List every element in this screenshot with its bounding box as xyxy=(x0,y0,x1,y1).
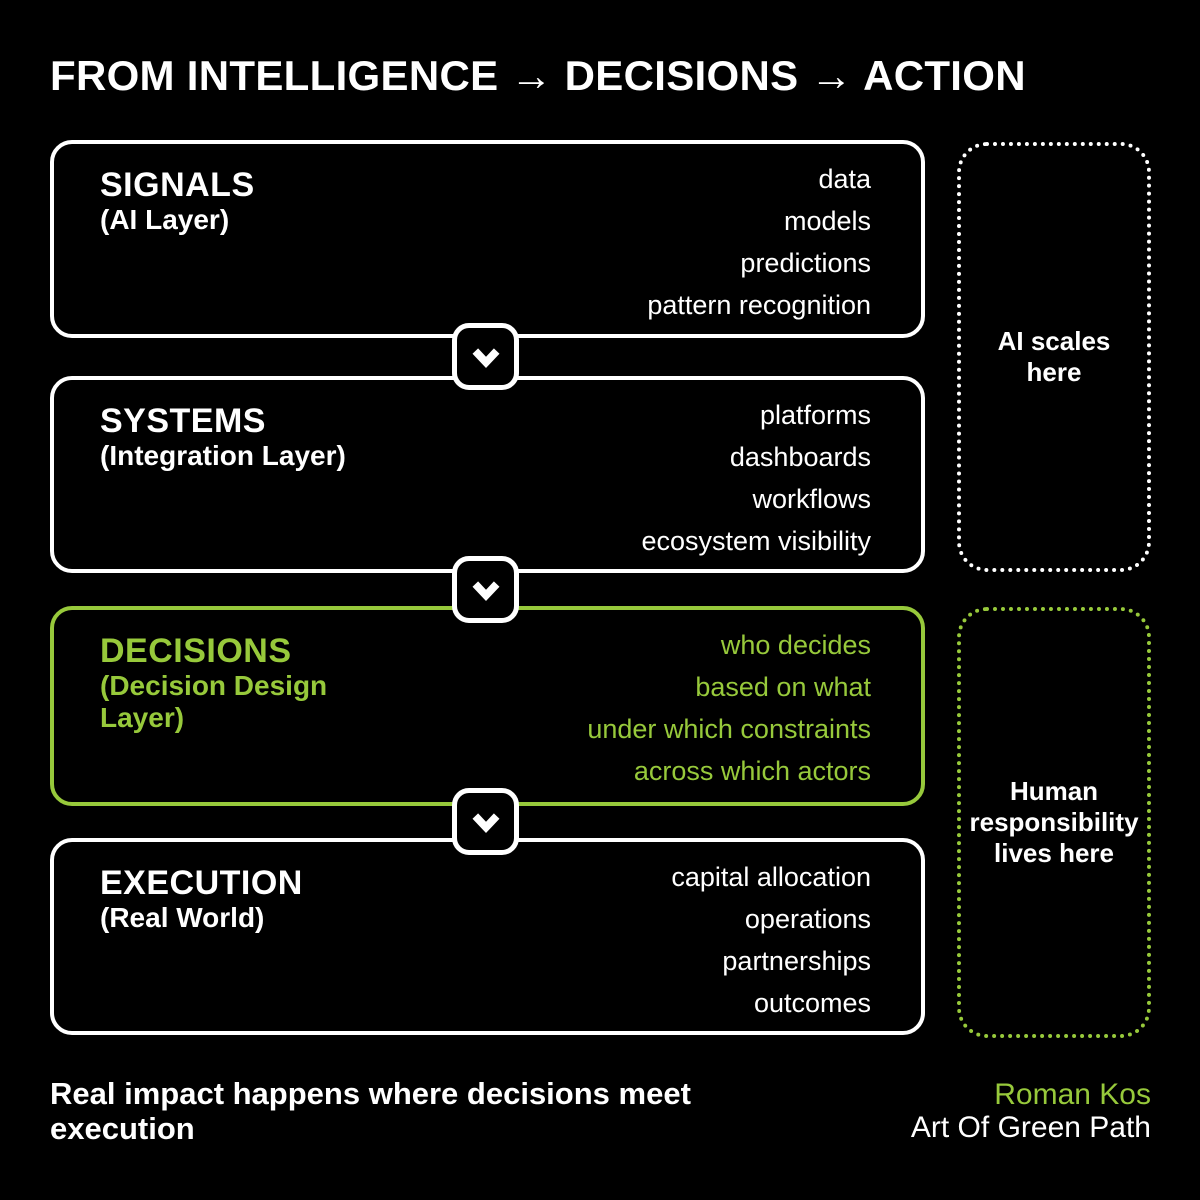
footer-brand: Art Of Green Path xyxy=(910,1111,1151,1144)
layer-item: models xyxy=(783,206,871,236)
layer-heading: SYSTEMS (Integration Layer) xyxy=(54,380,366,569)
layer-item: dashboards xyxy=(729,442,871,472)
layer-item: across which actors xyxy=(633,756,871,786)
chevron-down-icon xyxy=(452,788,519,855)
layer-item: ecosystem visibility xyxy=(641,526,871,556)
layer-sublabel: (AI Layer) xyxy=(100,204,230,235)
page-title: FROM INTELLIGENCE → DECISIONS → ACTION xyxy=(50,52,1026,99)
layer-box-systems: SYSTEMS (Integration Layer) platforms da… xyxy=(50,376,925,573)
layer-item: data xyxy=(818,164,871,194)
layer-item: workflows xyxy=(752,484,871,514)
layer-heading: EXECUTION (Real World) xyxy=(54,842,366,1031)
layer-heading: SIGNALS (AI Layer) xyxy=(54,144,366,334)
footer-author: Roman Kos xyxy=(994,1078,1151,1111)
layer-item: who decides xyxy=(720,630,871,660)
layer-name: SYSTEMS xyxy=(100,402,266,440)
layer-item-list: data models predictions pattern recognit… xyxy=(647,144,921,334)
side-note-label: Human responsibility lives here xyxy=(969,776,1139,868)
layer-sublabel: (Integration Layer) xyxy=(100,440,346,471)
side-note-label: AI scales here xyxy=(997,326,1111,387)
layer-item: under which constraints xyxy=(587,714,871,744)
layer-box-decisions: DECISIONS (Decision Design Layer) who de… xyxy=(50,606,925,806)
layer-name: DECISIONS xyxy=(100,632,292,670)
layer-item: platforms xyxy=(759,400,871,430)
layer-item: capital allocation xyxy=(671,862,871,892)
layer-item-list: who decides based on what under which co… xyxy=(587,610,921,802)
layer-sublabel: (Real World) xyxy=(100,902,265,933)
side-note-human-responsibility: Human responsibility lives here xyxy=(957,607,1151,1038)
chevron-down-icon xyxy=(452,323,519,390)
layer-name: EXECUTION xyxy=(100,864,303,902)
layer-item: operations xyxy=(744,904,871,934)
side-note-ai-scales: AI scales here xyxy=(957,142,1151,572)
layer-heading: DECISIONS (Decision Design Layer) xyxy=(54,610,366,802)
chevron-down-icon xyxy=(452,556,519,623)
layer-item: predictions xyxy=(740,248,871,278)
layer-item: based on what xyxy=(695,672,871,702)
footer-tagline: Real impact happens where decisions meet… xyxy=(50,1076,691,1146)
layer-sublabel: (Decision Design Layer) xyxy=(100,670,328,733)
layer-item-list: platforms dashboards workflows ecosystem… xyxy=(641,380,921,569)
layer-name: SIGNALS xyxy=(100,166,255,204)
layer-item: partnerships xyxy=(722,946,871,976)
layer-item-list: capital allocation operations partnershi… xyxy=(671,842,921,1031)
layer-box-execution: EXECUTION (Real World) capital allocatio… xyxy=(50,838,925,1035)
layer-box-signals: SIGNALS (AI Layer) data models predictio… xyxy=(50,140,925,338)
layer-item: outcomes xyxy=(753,988,871,1018)
footer-credit: Roman Kos Art Of Green Path xyxy=(911,1078,1151,1144)
layer-item: pattern recognition xyxy=(647,290,871,320)
